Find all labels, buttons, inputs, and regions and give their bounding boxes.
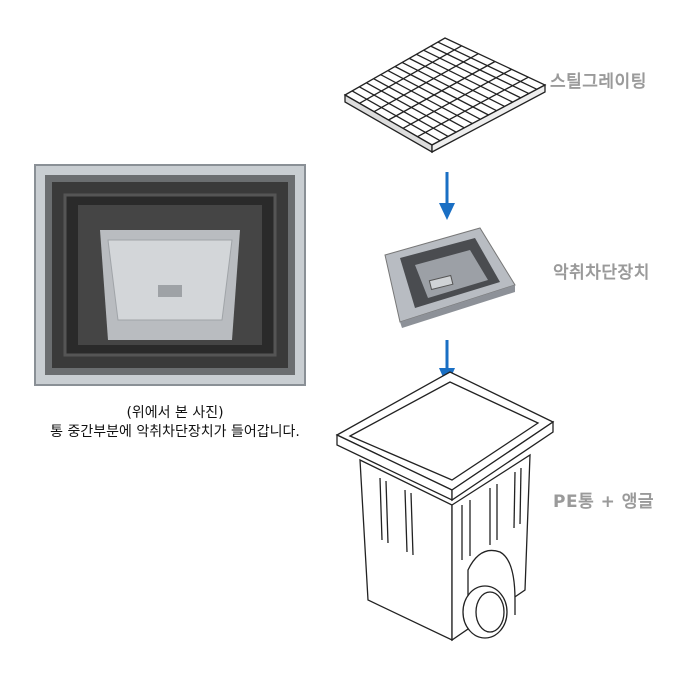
grating-bar <box>388 60 496 121</box>
odor-blocking-device-drawing <box>384 227 516 328</box>
grating-bar <box>417 76 529 138</box>
label-odor-device: 악취차단장치 <box>553 263 650 283</box>
caption-line-1: (위에서 본 사진) <box>126 405 224 421</box>
top-view-photo <box>34 164 306 386</box>
pe-box-drawing <box>335 371 555 642</box>
caption-line-2: 통 중간부분에 악취차단장치가 들어갑니다. <box>50 424 300 440</box>
grating-bar <box>402 68 512 129</box>
label-steel-grating: 스틸그레이팅 <box>550 72 647 92</box>
grating-bar <box>373 53 479 113</box>
grating-bar <box>359 45 462 104</box>
arrow-down-icon <box>439 172 455 220</box>
label-pe-box: PE통 + 앵글 <box>553 492 655 512</box>
steel-grating-drawing <box>343 37 547 154</box>
photo-caption: (위에서 본 사진) 통 중간부분에 악취차단장치가 들어갑니다. <box>10 404 340 442</box>
